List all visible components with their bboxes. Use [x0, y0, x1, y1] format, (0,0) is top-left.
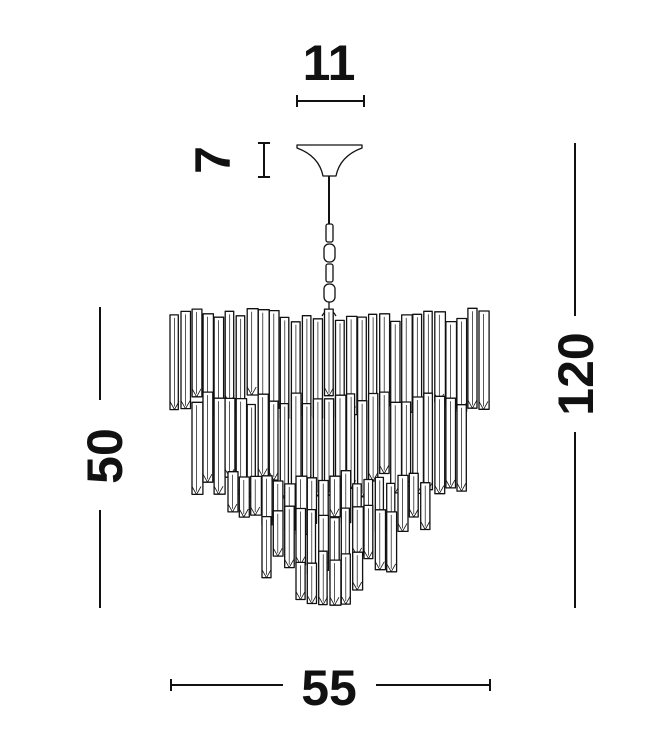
crystal-tip — [386, 563, 397, 573]
crystal-tip — [434, 485, 445, 494]
crystal-prism — [191, 401, 204, 496]
crystal-tip — [379, 465, 390, 474]
crystal-prism — [397, 474, 409, 533]
ceiling-canopy — [296, 144, 363, 177]
crystal-tip — [284, 559, 295, 568]
suspension-chain — [321, 223, 337, 317]
crystal-tip — [213, 486, 224, 495]
crystal-tip — [268, 471, 279, 481]
crystal-prism — [191, 308, 203, 398]
crystal-tip — [408, 508, 419, 518]
crystal-tip — [456, 482, 467, 492]
crystal-tip — [478, 401, 489, 410]
crystal-prism — [246, 308, 259, 396]
chandelier-drawing — [169, 144, 490, 606]
crystal-tip — [191, 486, 202, 495]
crystal-prism — [238, 476, 250, 518]
crystal-prism — [329, 475, 341, 518]
crystal-prism — [434, 311, 447, 403]
crystal-tip — [261, 569, 272, 579]
crystal-tip — [324, 387, 334, 397]
crystal-tip — [246, 386, 257, 396]
crystal-prism — [445, 320, 458, 409]
crystal-tip — [202, 474, 213, 483]
crystal-tip — [467, 400, 478, 409]
crystal-tip — [169, 401, 180, 410]
crystal-tip — [445, 479, 456, 489]
crystal-prism — [202, 391, 214, 483]
crystal-tip — [272, 548, 283, 557]
crystal-tip — [374, 561, 385, 571]
crystal-tip — [397, 523, 408, 532]
crystal-prism — [213, 397, 226, 495]
canopy-height-label: 7 — [185, 146, 241, 174]
canopy-height-dimension: 7 — [185, 142, 270, 178]
crystal-tip — [420, 521, 431, 530]
crystal-prism — [434, 395, 446, 495]
body-width-label: 55 — [301, 660, 357, 716]
crystal-prism — [386, 511, 398, 573]
crystal-tier — [261, 504, 398, 581]
crystal-tier — [191, 391, 467, 499]
total-height-dimension: 120 — [548, 143, 604, 608]
crystal-tiers — [169, 307, 490, 606]
crystal-prism — [374, 509, 387, 571]
body-width-dimension: 55 — [170, 660, 491, 716]
crystal-tip — [329, 597, 340, 606]
crystal-prism — [329, 559, 342, 606]
crystal-tip — [227, 503, 238, 513]
crystal-prism — [401, 314, 413, 413]
crystal-prism — [257, 309, 270, 408]
crystal-tip — [329, 508, 340, 518]
canopy-width-label: 11 — [303, 35, 356, 91]
crystal-prism — [227, 471, 239, 513]
body-height-label: 50 — [77, 428, 133, 484]
crystal-tip — [363, 550, 374, 559]
crystal-tip — [191, 388, 202, 398]
crystal-tip — [295, 591, 306, 600]
crystal-tier — [169, 307, 490, 424]
crystal-tip — [318, 596, 329, 605]
crystal-prism — [224, 397, 236, 478]
crystal-tip — [306, 595, 317, 604]
crystal-tier — [295, 550, 364, 606]
crystal-tip — [352, 581, 363, 591]
crystal-prism — [257, 393, 269, 478]
crystal-tip — [250, 506, 261, 516]
crystal-prism — [478, 310, 490, 410]
canopy-width-dimension: 11 — [296, 35, 365, 107]
total-height-label: 120 — [548, 332, 604, 415]
crystal-tip — [180, 400, 191, 410]
crystal-tip — [340, 595, 351, 605]
crystal-tip — [238, 508, 249, 518]
body-height-dimension: 50 — [77, 307, 133, 608]
